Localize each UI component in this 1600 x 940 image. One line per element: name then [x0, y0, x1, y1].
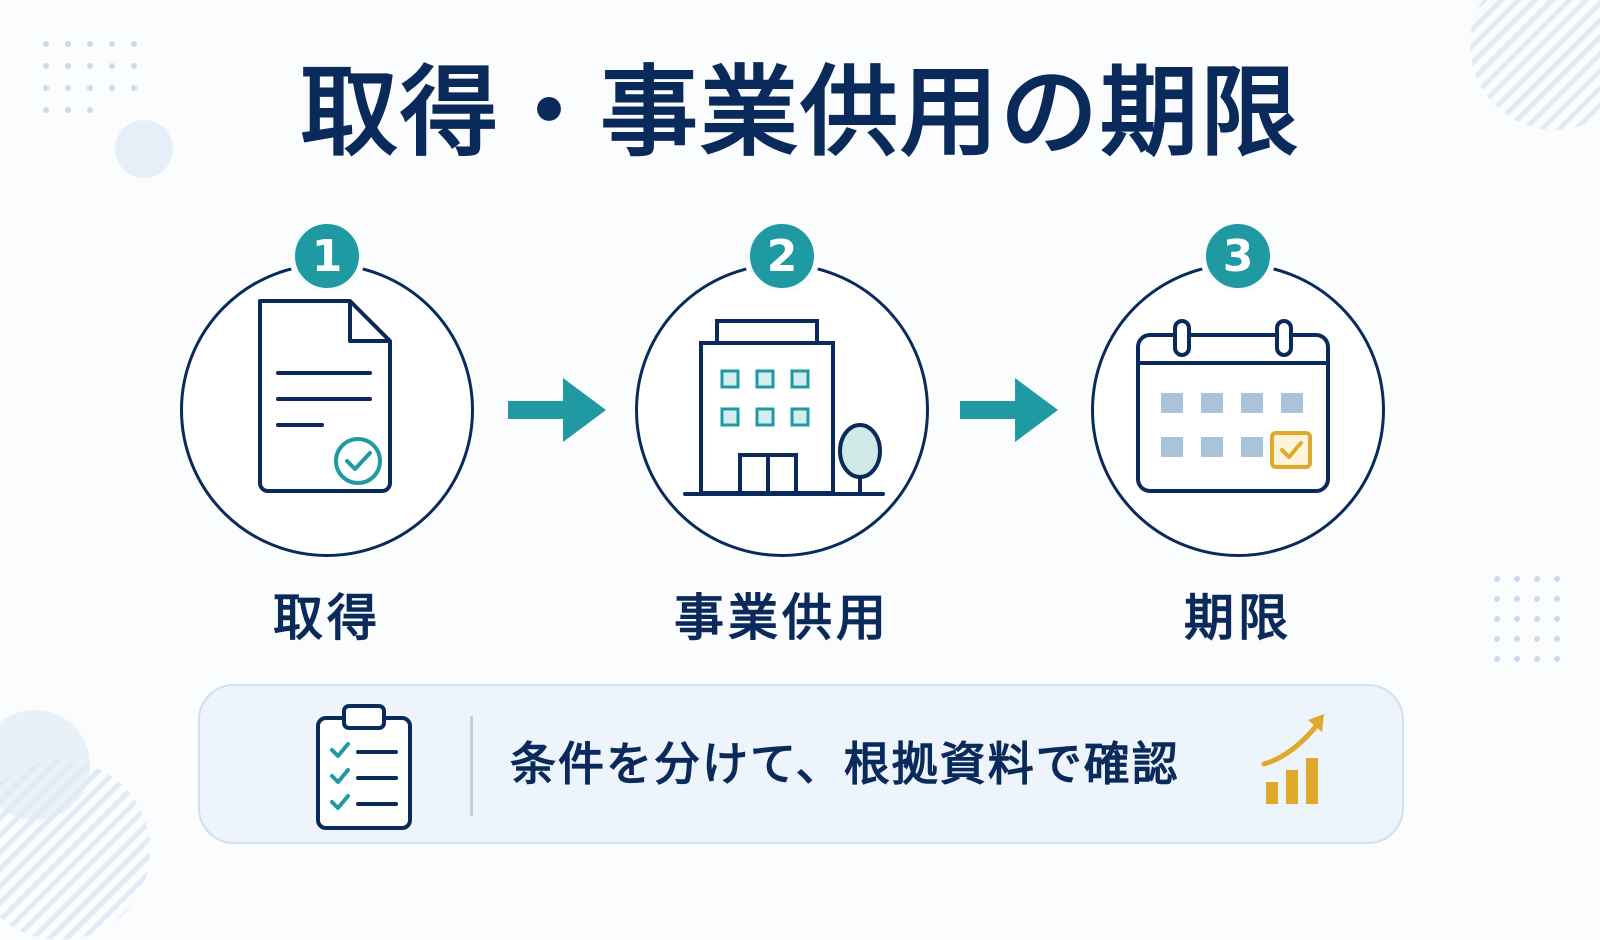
step-deadline: 3 期限: [1083, 218, 1393, 647]
deco-circle-top-left: [115, 120, 173, 178]
note-divider: [470, 716, 473, 816]
step-label: 事業供用: [674, 589, 890, 647]
step-label: 取得: [273, 589, 381, 647]
arrow-right-icon: [508, 378, 606, 442]
growth-chart-icon: [1261, 714, 1324, 804]
dot-grid-top-left: [43, 41, 137, 113]
arrow-right-icon: [960, 378, 1058, 442]
step-business-use: 2 事業供用: [627, 218, 937, 647]
checklist-clipboard-icon: [316, 704, 412, 830]
document-check-icon: [258, 299, 392, 493]
hatched-circle-bottom-left: [0, 760, 150, 940]
calendar-check-icon: [1136, 319, 1330, 493]
step-acquisition: 1 取得: [172, 218, 482, 647]
step-number-badge: 3: [1200, 218, 1276, 294]
note-text: 条件を分けて、根拠資料で確認: [510, 737, 1180, 791]
page-title: 取得・事業供用の期限: [299, 56, 1300, 170]
step-number-badge: 1: [289, 218, 365, 294]
office-building-icon: [683, 319, 885, 496]
dot-grid-right: [1494, 576, 1560, 662]
step-label: 期限: [1184, 589, 1292, 647]
step-number-badge: 2: [744, 218, 820, 294]
note-panel: 条件を分けて、根拠資料で確認: [198, 684, 1404, 844]
hatched-circle-top-right: [1470, 0, 1600, 130]
